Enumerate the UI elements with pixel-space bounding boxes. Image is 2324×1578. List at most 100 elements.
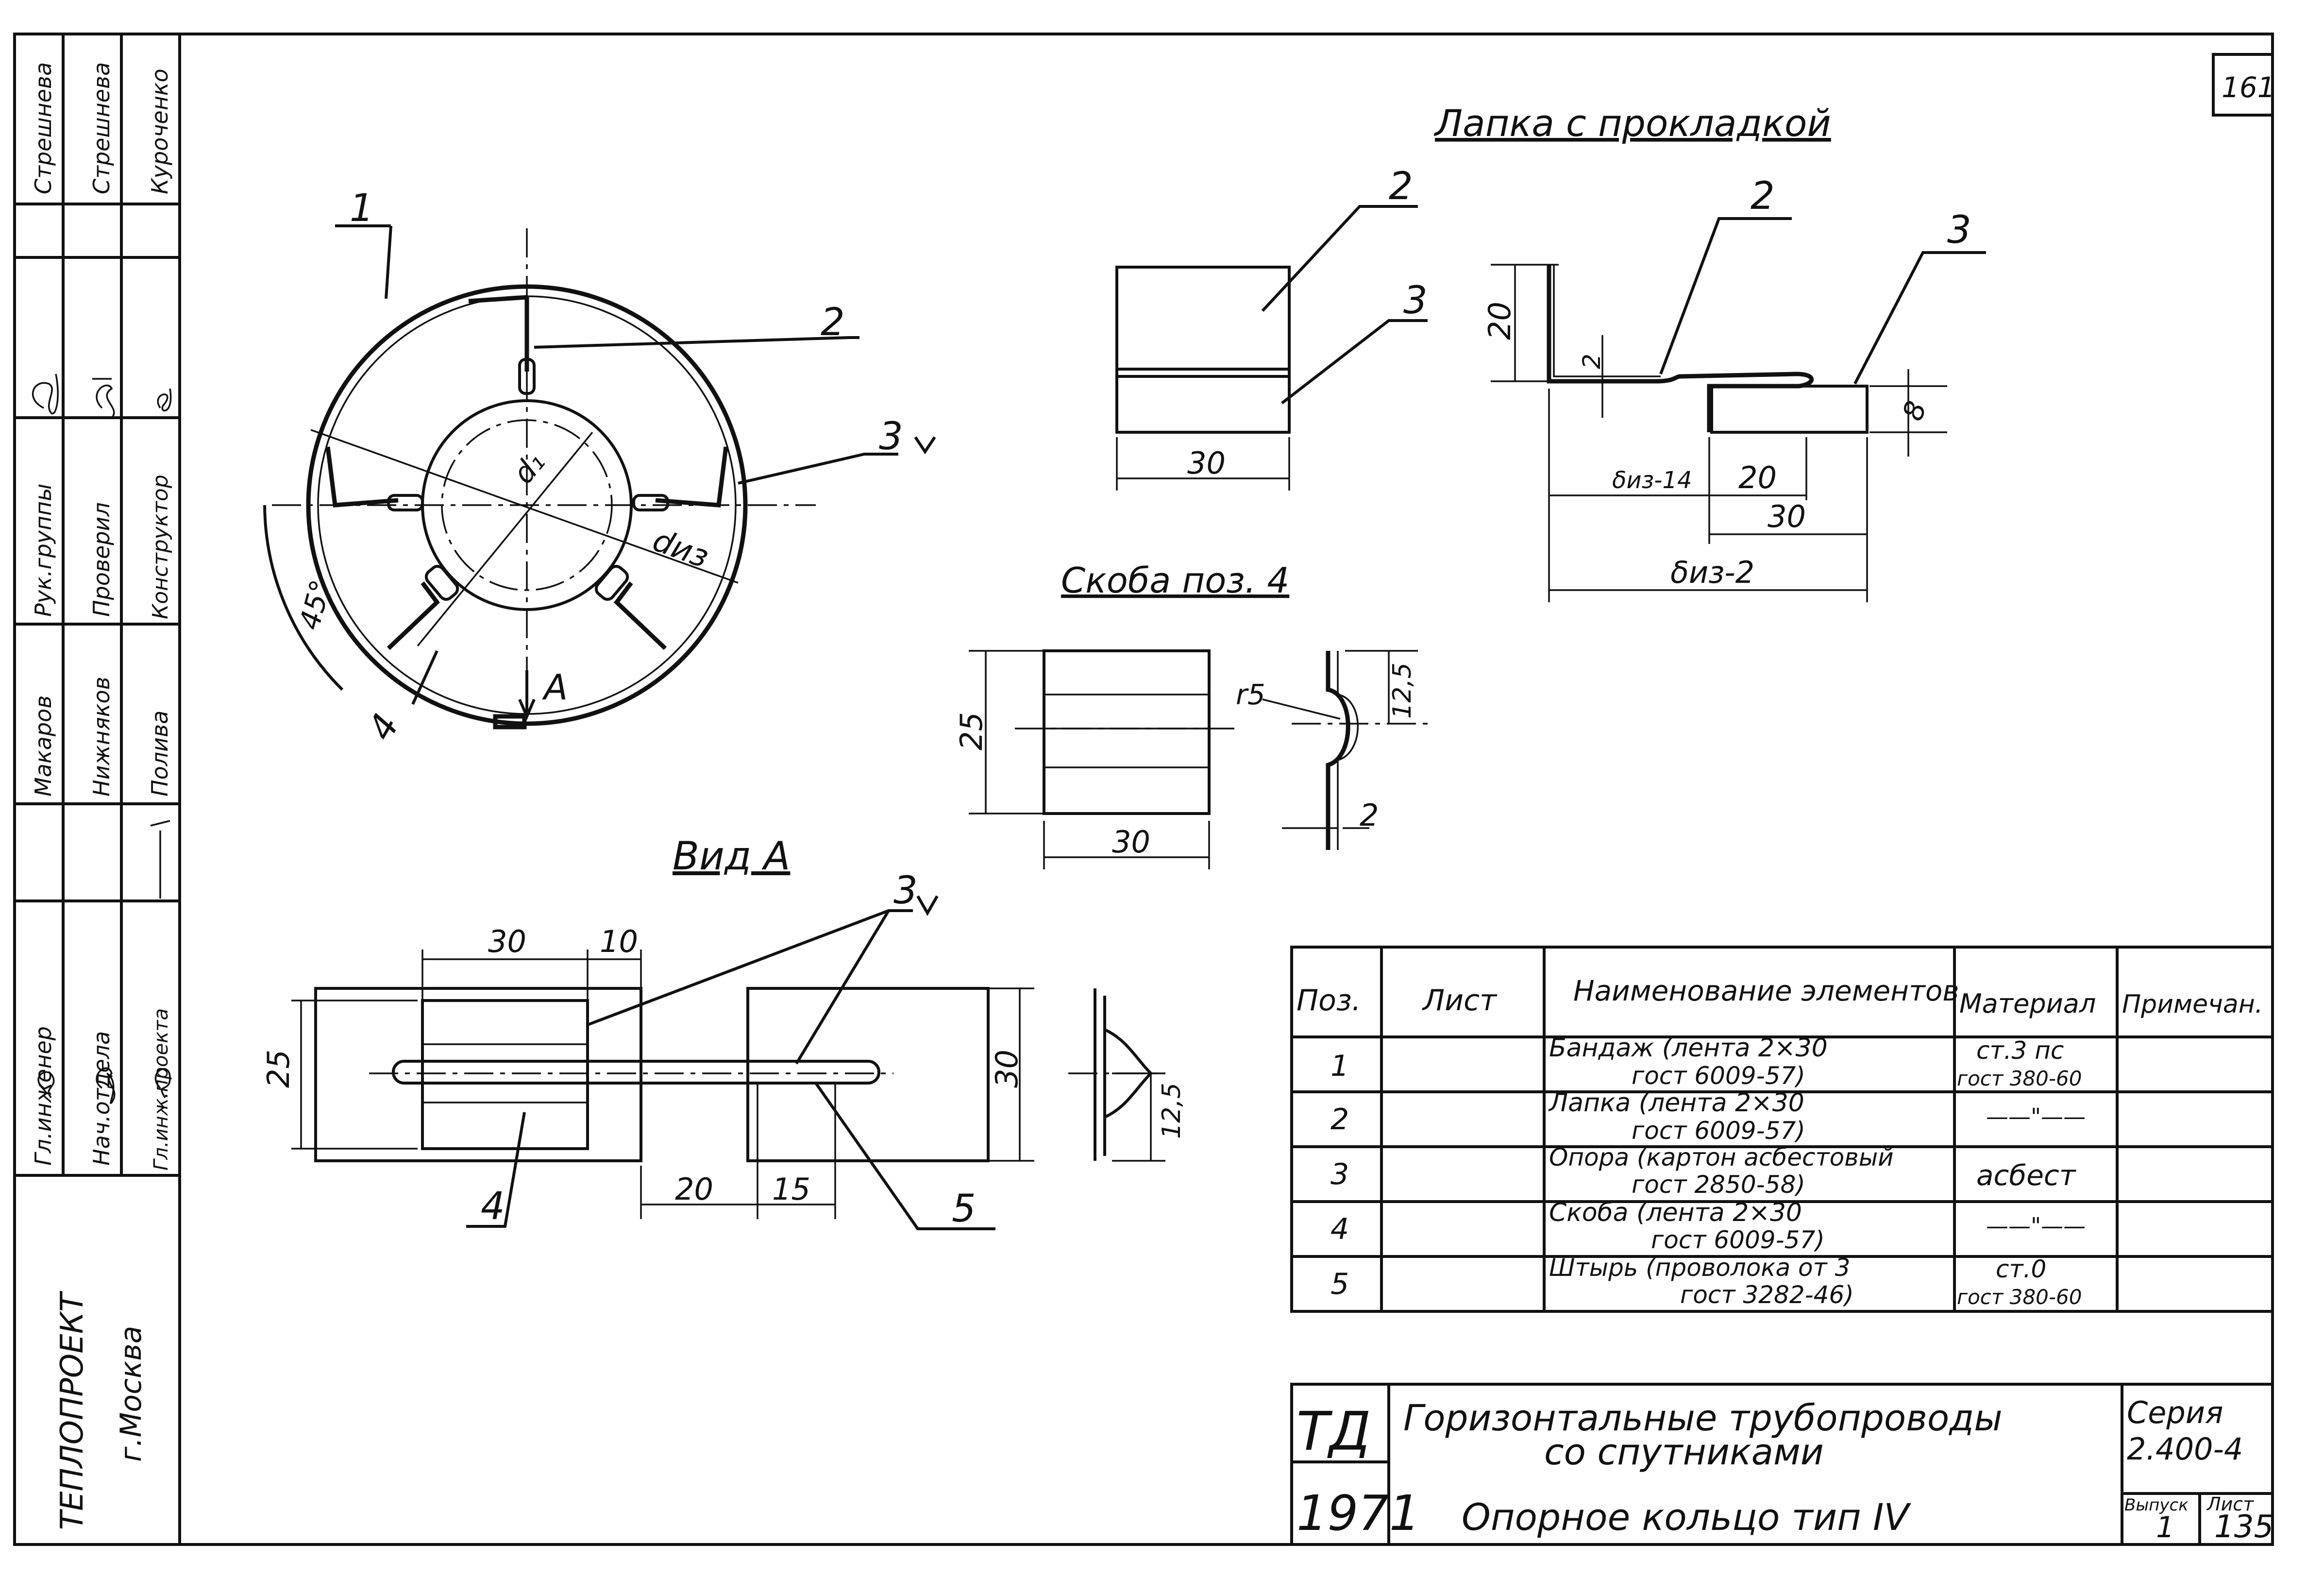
spec-row-5-mat2: гост 380-60 [1957,1285,2082,1309]
spec-row-4: 4 Скоба (лента 2×30 гост 6009-57) ——"—— [1330,1198,2086,1254]
ring-d1-label: d₁ [506,445,552,491]
stamp-title-group-lead: Рук.группы [30,484,56,617]
skoba-title: Скоба поз. 4 [1061,560,1289,601]
drawing-frame: 161 [13,33,2275,1546]
title-sheet-value: 135 [2214,1509,2273,1545]
skoba-dim-2: 2 [1360,797,1379,833]
spec-row-2-name1: Лапка (лента 2×30 [1548,1088,1804,1118]
spec-row-1-name2: гост 6009-57) [1632,1062,1805,1090]
stamp-org: ТЕПЛОПРОЕКТ [54,1290,90,1530]
title-series-value: 2.400-4 [2127,1431,2243,1467]
vid-a-title: Вид А [673,833,790,879]
spec-table: Поз. Лист Наименование элементов Материа… [1290,946,2274,1313]
title-td: ТД [1297,1400,1371,1462]
spec-row-3-name1: Опора (картон асбестовый [1549,1143,1894,1171]
spec-row-2-mat1: ——"—— [1986,1103,2086,1130]
spec-row-1-mat2: гост 380-60 [1957,1067,2082,1090]
lapka-title: Лапка с прокладкой [1433,102,1831,145]
spec-row-1-mat1: ст.3 пс [1976,1036,2064,1065]
skoba-dim-30: 30 [1112,824,1150,860]
ring-main-view: 1 2 3 4 А d₁ dиз 45° [263,187,936,747]
lapka-view: Лапка с прокладкой 30 2 3 20 2 8 δ [1115,102,1986,602]
sheet-number: 161 [2222,71,2275,104]
spec-row-3-name2: гост 2850-58) [1632,1171,1805,1199]
skoba-dim-12-5: 12,5 [1388,662,1417,719]
lapka-section-pos3: 3 [1947,208,1971,252]
spec-row-4-name1: Скоба (лента 2×30 [1549,1198,1802,1227]
title-sheet-label: Лист [2206,1493,2255,1515]
spec-header-pos: Поз. [1297,984,1361,1018]
lapka-front-pos2: 2 [1389,165,1413,208]
vid-dim-10: 10 [600,924,638,959]
stamp-name-1: Стрешнева [30,62,56,194]
lapka-section-pos2: 2 [1751,174,1775,218]
lapka-dim-diz2: δиз-2 [1670,555,1754,590]
stamp-name-4: Макаров [30,696,56,797]
vid-dim-15: 15 [772,1171,810,1207]
lapka-front-dim-30: 30 [1187,445,1226,481]
ring-pos2-label: 2 [821,301,845,344]
vid-a-view: Вид А 30 10 25 30 20 15 12,5 [261,833,1186,1231]
vid-pos5: 5 [952,1187,976,1231]
title-issue-value: 1 [2156,1510,2174,1544]
spec-row-1: 1 Бандаж (лента 2×30 гост 6009-57) ст.3 … [1330,1034,2082,1090]
vid-dim-30-vertical: 30 [989,1050,1025,1088]
title-line1: Горизонтальные трубопроводы [1403,1397,2003,1439]
spec-row-5-name1: Штырь (проволока от 3 [1549,1254,1850,1282]
spec-row-5-name2: гост 3282-46) [1680,1281,1854,1309]
spec-row-3-pos: 3 [1330,1157,1349,1191]
spec-row-1-pos: 1 [1330,1049,1349,1083]
lapka-dim-20: 20 [1738,460,1777,495]
stamp-title-designer: Конструктор [148,475,173,619]
vid-dim-20: 20 [675,1171,713,1207]
lapka-dim-diz14: δиз-14 [1612,467,1692,494]
stamp-title-chief-engineer: Гл.инженер [30,1026,56,1166]
ring-pos1-label: 1 [350,187,374,230]
skoba-dim-25: 25 [954,712,989,750]
signature-marks [32,373,172,1104]
spec-row-1-name1: Бандаж (лента 2×30 [1549,1034,1828,1063]
vid-dim-25: 25 [261,1050,296,1088]
stamp-name-3: Куроченко [147,68,173,194]
spec-row-4-pos: 4 [1330,1212,1349,1246]
spec-row-5-pos: 5 [1330,1267,1349,1301]
lapka-front-pos3: 3 [1403,279,1428,322]
spec-row-5: 5 Штырь (проволока от 3 гост 3282-46) ст… [1330,1254,2082,1309]
spec-row-3-mat1: асбест [1976,1159,2077,1192]
title-block: ТД 1971 Горизонтальные трубопроводы со с… [1290,1383,2274,1546]
stamp-name-6: Полива [147,711,173,797]
stamp-name-2: Стрешнева [88,62,115,194]
spec-row-2-name2: гост 6009-57) [1632,1117,1805,1145]
spec-row-3: 3 Опора (картон асбестовый гост 2850-58)… [1330,1143,2077,1199]
ring-pos3-label: 3 [879,415,903,458]
lapka-dim-2: 2 [1578,354,1606,369]
ring-pos4-label: 4 [360,707,407,747]
lapka-dim-20-vertical: 20 [1482,302,1517,340]
ring-view-a-label: А [542,667,568,708]
ring-diz-label: dиз [648,522,714,575]
skoba-dim-r5: r5 [1236,678,1265,711]
title-series-label: Серия [2127,1395,2223,1430]
spec-row-4-name2: гост 6009-57) [1651,1226,1825,1254]
spec-row-2-pos: 2 [1330,1103,1349,1137]
spec-row-2: 2 Лапка (лента 2×30 гост 6009-57) ——"—— [1330,1088,2086,1145]
title-subtitle: Опорное кольцо тип IV [1462,1495,1911,1539]
title-issue-label: Выпуск [2124,1495,2189,1515]
spec-row-5-mat1: ст.0 [1996,1255,2046,1283]
ring-angle-label: 45° [293,577,337,633]
title-line2: со спутниками [1544,1431,1824,1473]
spec-header-name: Наименование элементов [1573,974,1959,1007]
vid-pos4: 4 [481,1185,505,1228]
skoba-view: Скоба поз. 4 25 30 12,5 r5 2 [954,560,1428,869]
title-year: 1971 [1297,1485,1420,1542]
spec-header-material: Материал [1959,988,2096,1019]
stamp-title-dept-head: Нач.отдела [88,1031,115,1166]
spec-header-sheet: Лист [1422,984,1498,1018]
stamp-city: г.Москва [114,1326,148,1462]
stamp-column: Гл.инженер Нач.отдела Гл.инж.проекта Рук… [15,33,180,1530]
stamp-name-5: Нижняков [88,677,115,797]
vid-dim-12-5: 12,5 [1157,1083,1186,1139]
lapka-dim-30: 30 [1768,499,1806,534]
stamp-title-checked: Проверил [88,502,115,617]
